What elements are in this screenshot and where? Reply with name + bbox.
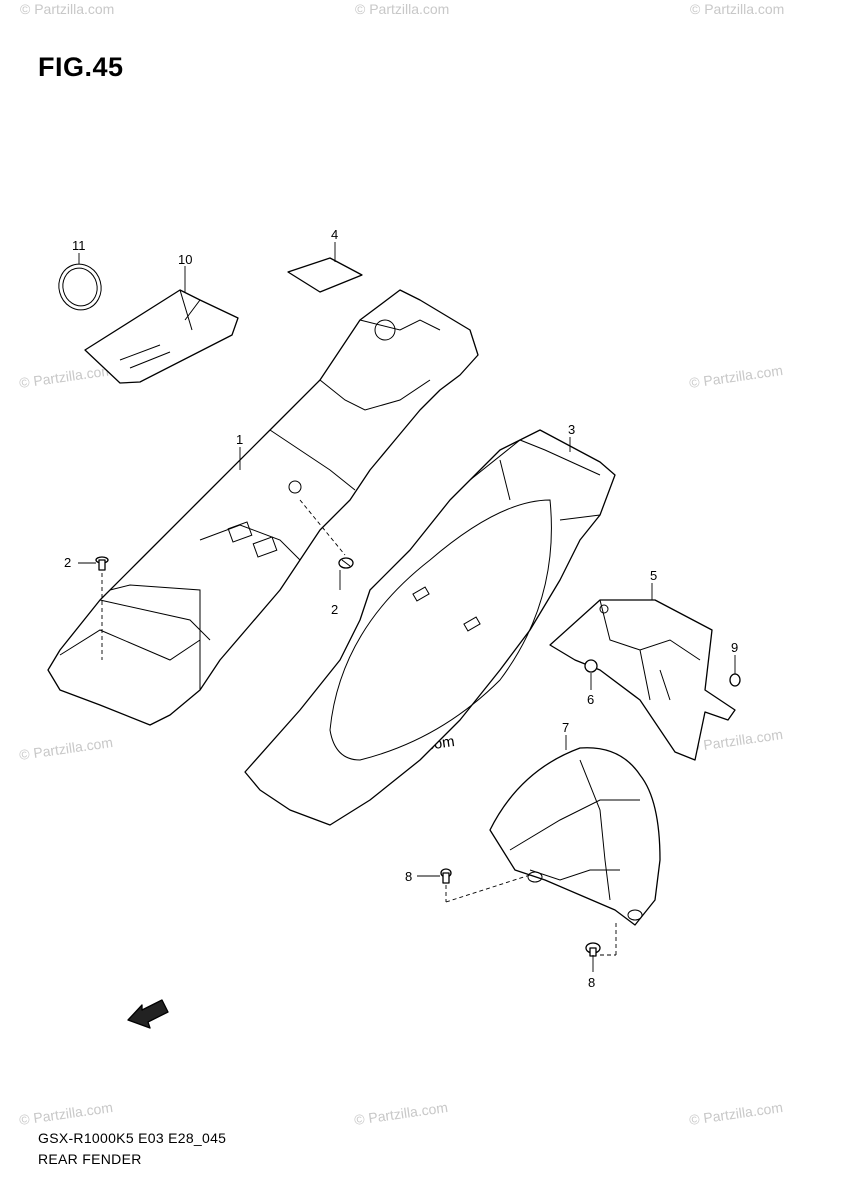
watermark: © Partzilla.com bbox=[18, 362, 114, 391]
part-11-band bbox=[58, 263, 102, 311]
callout-11: 11 bbox=[72, 238, 86, 253]
model-code: GSX-R1000K5 E03 E28_045 bbox=[38, 1130, 227, 1146]
part-5-bracket bbox=[549, 599, 736, 761]
section-name: REAR FENDER bbox=[38, 1151, 142, 1167]
callouts: 11 10 4 1 2 2 3 5 6 9 7 8 8 bbox=[64, 227, 738, 990]
callout-6: 6 bbox=[587, 692, 594, 707]
callout-5: 5 bbox=[650, 568, 657, 583]
part-10-cushion bbox=[84, 289, 239, 384]
watermark: © Partzilla.com bbox=[18, 734, 114, 763]
watermark: © Partzilla.com bbox=[688, 726, 784, 755]
watermark: © Partzilla.com bbox=[20, 1, 114, 17]
part-4-pad bbox=[287, 257, 363, 293]
callout-2b: 2 bbox=[331, 602, 338, 617]
callout-1: 1 bbox=[236, 432, 243, 447]
callout-4: 4 bbox=[331, 227, 338, 242]
callout-2a: 2 bbox=[64, 555, 71, 570]
watermark: © Partzilla.com bbox=[18, 1099, 114, 1128]
watermark: © Partzilla.com bbox=[353, 1099, 449, 1128]
leader-lines bbox=[78, 242, 736, 972]
part-2-screw-right bbox=[338, 557, 354, 569]
part-7-hugger bbox=[489, 747, 661, 926]
part-6-nut bbox=[584, 659, 598, 673]
callout-8b: 8 bbox=[588, 975, 595, 990]
part-8-bolt-upper bbox=[440, 868, 452, 884]
watermark: © Partzilla.com bbox=[688, 362, 784, 391]
callout-7: 7 bbox=[562, 720, 569, 735]
fwd-arrow-icon bbox=[127, 999, 169, 1029]
callout-10: 10 bbox=[178, 252, 192, 267]
callout-8a: 8 bbox=[405, 869, 412, 884]
part-3-fender-panel bbox=[244, 429, 616, 826]
callout-9: 9 bbox=[731, 640, 738, 655]
callout-3: 3 bbox=[568, 422, 575, 437]
part-9-washer bbox=[729, 673, 741, 687]
watermark: © Partzilla.com bbox=[688, 1099, 784, 1128]
figure-title: FIG.45 bbox=[38, 52, 124, 82]
watermark: © Partzilla.com bbox=[355, 1, 449, 17]
watermark: © Partzilla.com bbox=[690, 1, 784, 17]
part-1-undertray bbox=[47, 289, 479, 726]
part-8-bolt-lower bbox=[585, 942, 601, 957]
part-2-screw-left bbox=[95, 556, 109, 571]
